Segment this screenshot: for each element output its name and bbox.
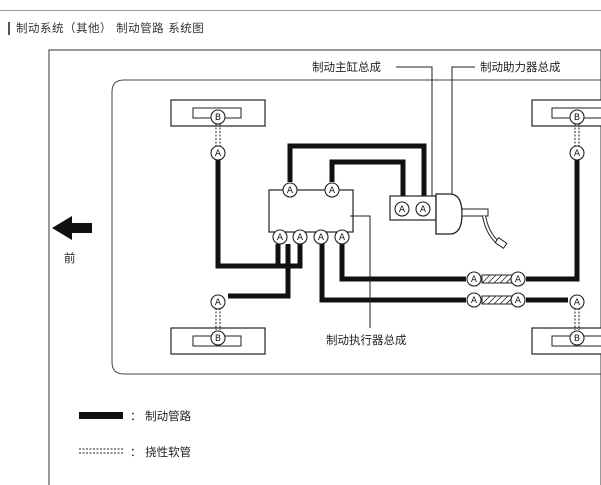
svg-text:A: A	[215, 298, 222, 308]
legend-flexible-hose-label: ： 挠性软管	[130, 445, 191, 459]
connector-a-icon: A	[415, 201, 431, 217]
connector-a-icon: A	[334, 229, 350, 245]
connector-a-icon: A	[324, 182, 340, 198]
svg-text:A: A	[471, 296, 478, 306]
legend-hose-swatch	[79, 448, 123, 454]
header-bar	[8, 21, 10, 35]
connector-b-icon: B	[569, 330, 585, 346]
page-title: 制动系统（其他） 制动管路 系统图	[16, 21, 205, 35]
connector-a-icon: A	[569, 145, 585, 161]
connector-a-icon: A	[292, 229, 308, 245]
connectors-a: A A A A A A A A A A A A A A A A	[210, 145, 585, 310]
legend-brake-line-swatch	[79, 412, 123, 419]
svg-text:B: B	[574, 334, 580, 344]
svg-text:A: A	[318, 233, 325, 243]
svg-text:A: A	[399, 205, 406, 215]
master-cylinder-label: 制动主缸总成	[312, 60, 381, 74]
connector-a-icon: A	[282, 182, 298, 198]
connector-a-icon: A	[210, 145, 226, 161]
svg-text:A: A	[297, 233, 304, 243]
connector-a-icon: A	[272, 229, 288, 245]
front-label: 前	[64, 251, 76, 265]
connector-a-icon: A	[510, 271, 526, 287]
brake-booster-icon	[435, 193, 508, 250]
svg-text:A: A	[287, 186, 294, 196]
connector-a-icon: A	[466, 271, 482, 287]
svg-text:A: A	[215, 149, 222, 159]
svg-text:A: A	[339, 233, 346, 243]
connector-b-icon: B	[569, 109, 585, 125]
connector-b-icon: B	[210, 330, 226, 346]
flexible-hose-rear	[481, 274, 513, 305]
brake-actuator-box	[268, 189, 354, 233]
flexible-hose-wheels	[215, 124, 580, 330]
connector-a-icon: A	[210, 294, 226, 310]
vehicle-outline	[111, 79, 601, 375]
svg-text:A: A	[515, 275, 522, 285]
brake-booster-label: 制动助力器总成	[480, 60, 561, 74]
brake-lines	[215, 143, 580, 303]
connector-a-icon: A	[569, 294, 585, 310]
leader-lines	[350, 66, 475, 328]
svg-text:A: A	[277, 233, 284, 243]
page-header: 制动系统（其他） 制动管路 系统图	[8, 21, 204, 35]
connectors-b: B B B B	[210, 109, 585, 346]
connector-a-icon: A	[510, 292, 526, 308]
top-divider	[0, 10, 601, 11]
wheel-rear-right	[531, 327, 601, 355]
front-arrow-icon	[52, 216, 92, 240]
legend-brake-line-label: ： 制动管路	[130, 409, 192, 423]
wheel-front-right	[531, 99, 601, 127]
diagram-frame	[48, 49, 601, 485]
connector-a-icon: A	[466, 292, 482, 308]
connector-a-icon: A	[313, 229, 329, 245]
svg-text:A: A	[574, 298, 581, 308]
brake-actuator-label: 制动执行器总成	[326, 333, 407, 347]
connector-b-icon: B	[210, 109, 226, 125]
svg-text:A: A	[329, 186, 336, 196]
svg-text:B: B	[574, 113, 580, 123]
svg-text:A: A	[515, 296, 522, 306]
connector-a-icon: A	[394, 201, 410, 217]
svg-text:A: A	[574, 149, 581, 159]
svg-text:A: A	[420, 205, 427, 215]
svg-text:B: B	[215, 113, 221, 123]
svg-text:A: A	[471, 275, 478, 285]
svg-text:B: B	[215, 334, 221, 344]
